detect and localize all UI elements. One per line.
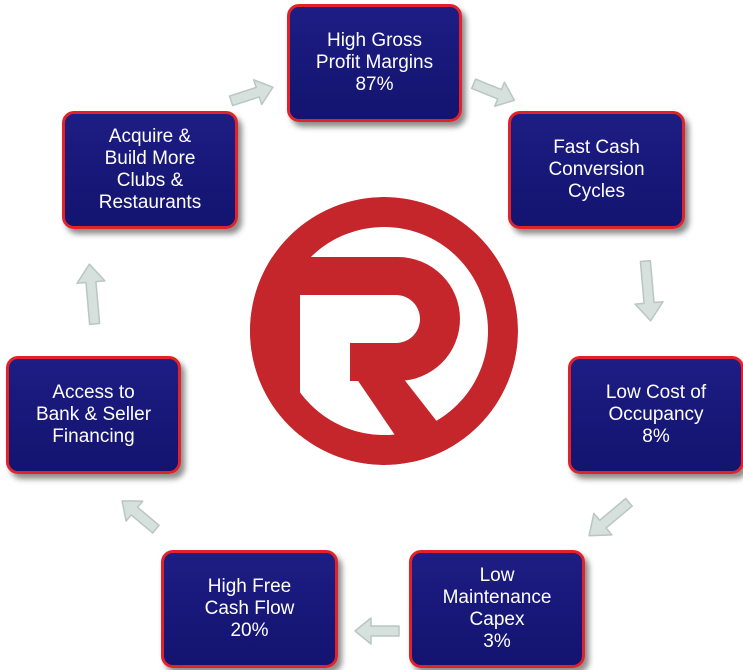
arrow-right-icon xyxy=(228,79,274,107)
arrow-up-left-icon xyxy=(121,500,160,534)
arrow-left-icon xyxy=(354,617,400,645)
letter-r-in-ring-logo xyxy=(250,197,518,465)
arrow-up-icon xyxy=(76,263,106,326)
node-label: High Free Cash Flow 20% xyxy=(204,576,295,641)
node-label: Fast Cash Conversion Cycles xyxy=(548,137,645,202)
node-access-to-financing: Access to Bank & Seller Financing xyxy=(6,356,181,474)
node-label: Access to Bank & Seller Financing xyxy=(35,382,152,447)
node-label: High Gross Profit Margins 87% xyxy=(315,30,434,95)
node-low-cost-of-occupancy: Low Cost of Occupancy 8% xyxy=(568,356,743,474)
arrow-down-icon xyxy=(634,259,664,322)
node-label: Low Cost of Occupancy 8% xyxy=(605,382,707,447)
node-high-free-cash-flow: High Free Cash Flow 20% xyxy=(161,550,338,668)
node-high-gross-profit-margins: High Gross Profit Margins 87% xyxy=(287,4,462,122)
arrow-down-left-icon xyxy=(588,497,633,537)
node-label: Low Maintenance Capex 3% xyxy=(442,565,552,652)
node-low-maintenance-capex: Low Maintenance Capex 3% xyxy=(409,550,585,668)
node-label: Acquire & Build More Clubs & Restaurants xyxy=(98,126,202,213)
arrow-right-icon xyxy=(470,78,516,108)
node-acquire-build-more-clubs: Acquire & Build More Clubs & Restaurants xyxy=(62,111,238,229)
node-fast-cash-conversion-cycles: Fast Cash Conversion Cycles xyxy=(508,111,685,229)
